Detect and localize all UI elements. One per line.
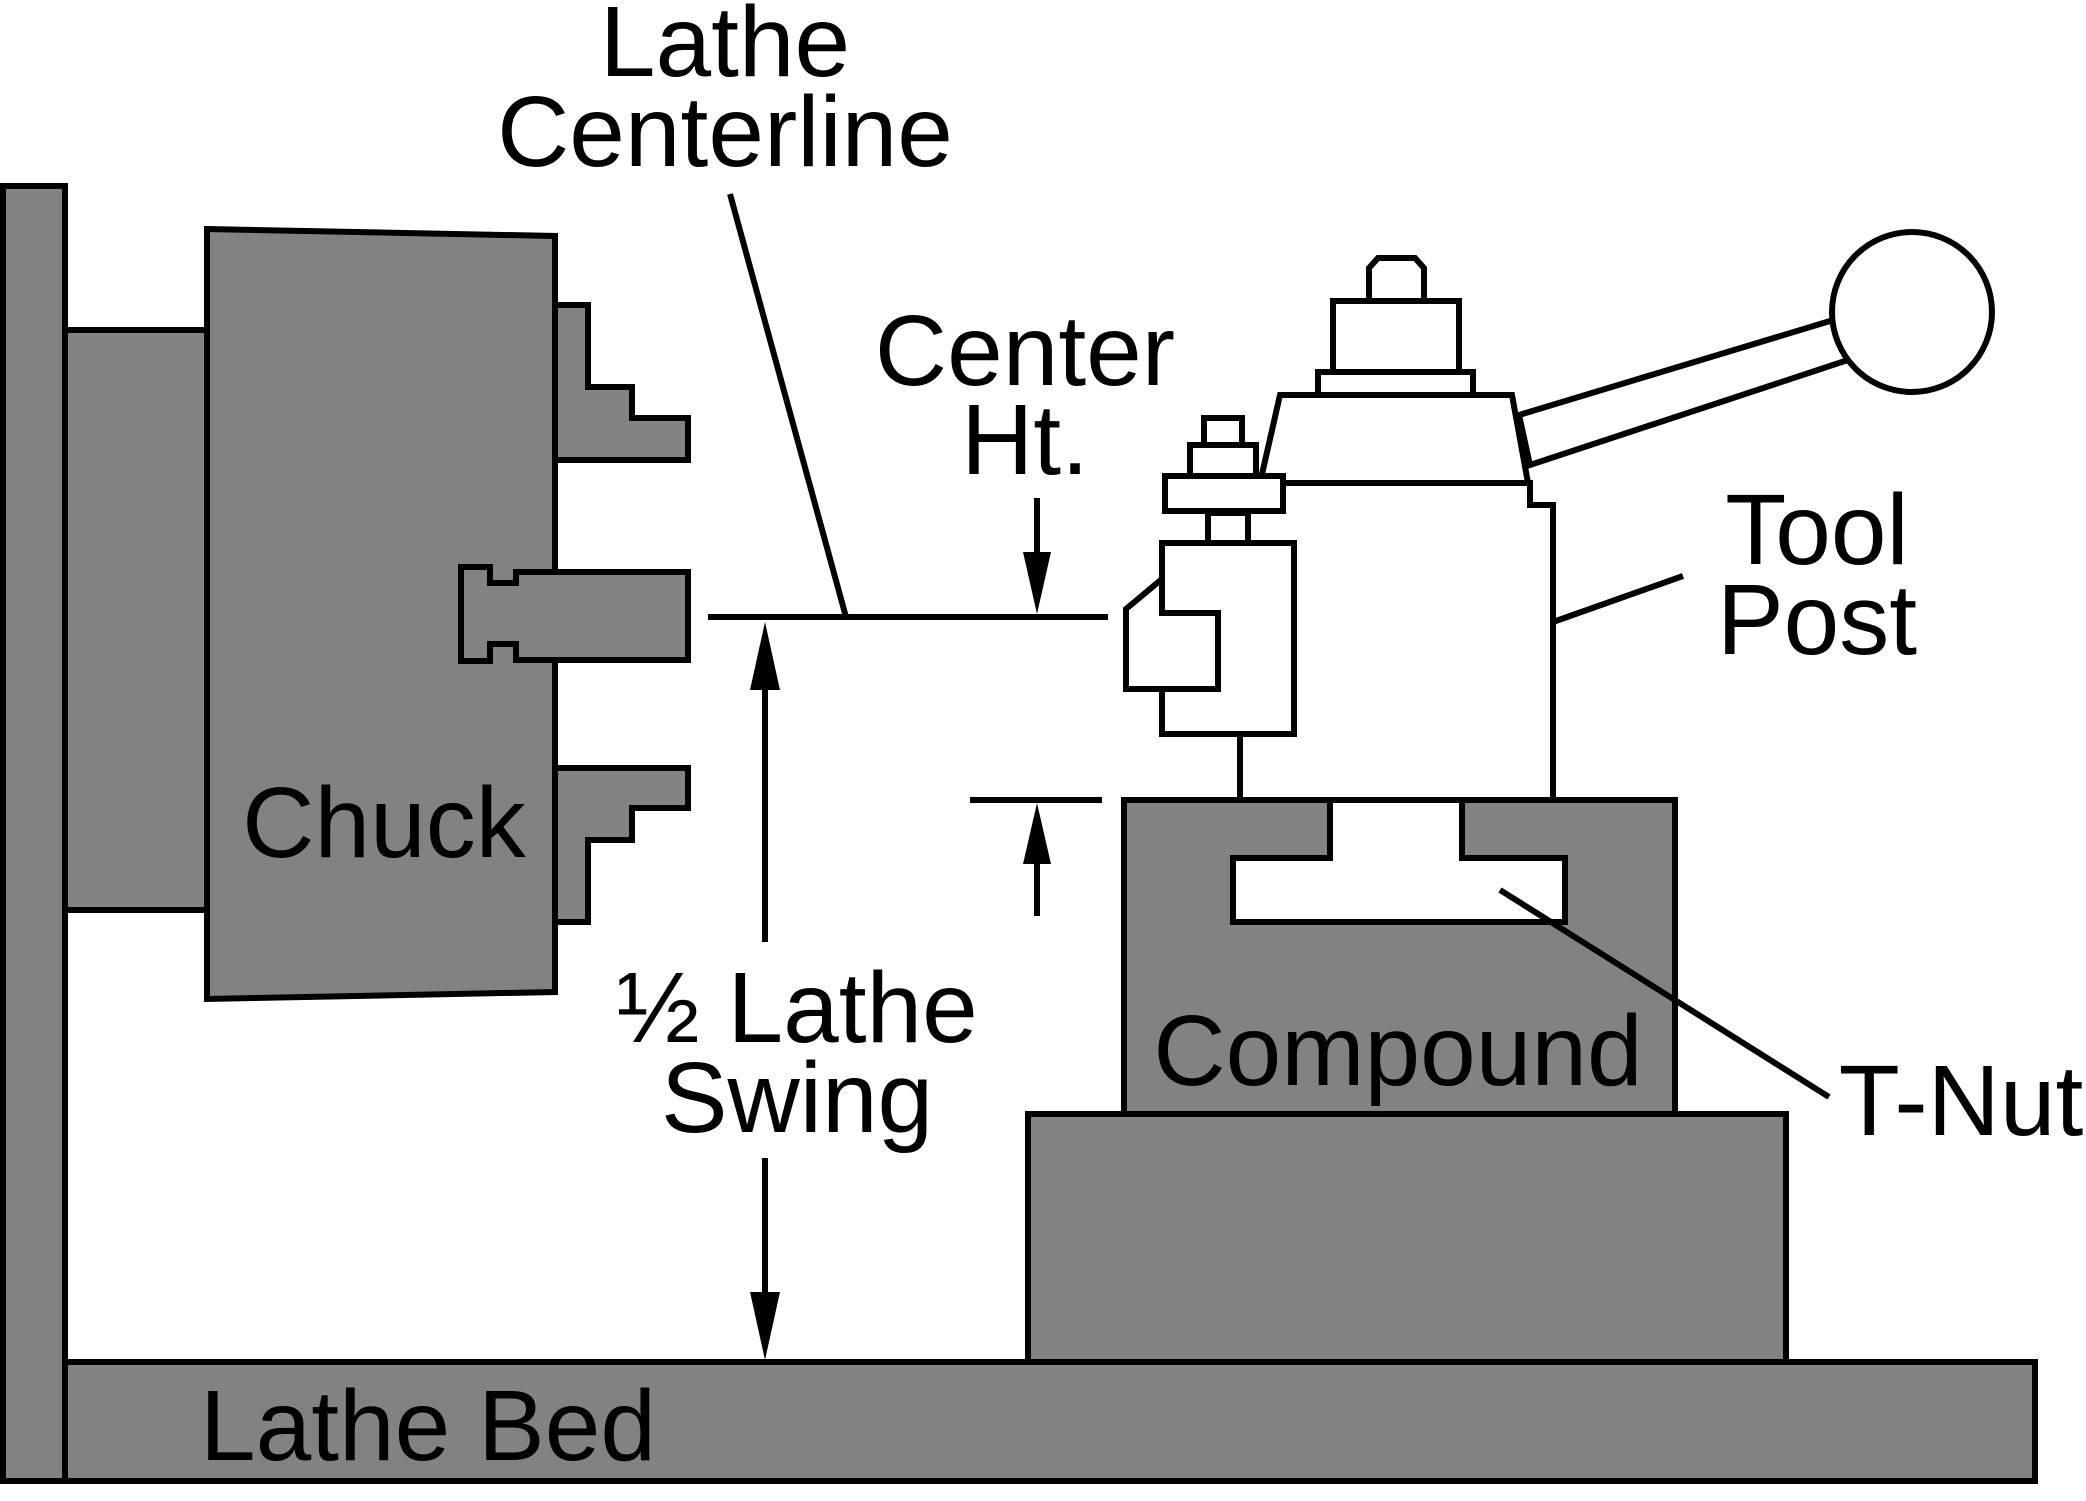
chuck-jaw-upper — [552, 302, 691, 463]
label-lathe-centerline-line2: Centerline — [497, 76, 953, 188]
cutting-tool-bit — [1123, 572, 1221, 692]
label-lathe-centerline-line1: Lathe — [600, 0, 850, 98]
chuck-jaw-lower — [552, 765, 691, 925]
label-half-lathe-swing-line1: ½ Lathe — [616, 952, 977, 1064]
half-swing-arrow-bottom-head — [750, 1292, 780, 1360]
tool-post-handle-arm — [1515, 314, 1852, 469]
chuck-backplate — [62, 327, 210, 913]
label-half-lathe-swing-line2: Swing — [661, 1042, 933, 1154]
label-tool-post-line1: Tool — [1725, 474, 1908, 586]
t-nut — [1230, 797, 1568, 925]
tool-post-handle-ball — [1829, 229, 1995, 395]
label-compound: Compound — [1153, 995, 1642, 1107]
label-lathe-bed: Lathe Bed — [200, 1370, 656, 1482]
tool-holder-nut-top — [1187, 442, 1259, 479]
tool-holder-nut — [1162, 473, 1286, 514]
label-center-ht-line1: Center — [875, 295, 1175, 407]
tool-post-head — [1256, 392, 1532, 486]
label-tool-post-line2: Post — [1717, 564, 1917, 676]
label-chuck: Chuck — [242, 767, 526, 879]
center-height-arrow-top-head — [1023, 552, 1051, 614]
label-t-nut: T-Nut — [1839, 1045, 2084, 1157]
tool-post-leader — [1551, 573, 1685, 625]
tool-post-collar — [1315, 369, 1476, 398]
half-swing-arrow-top-head — [750, 622, 780, 690]
lathe-bed — [62, 1359, 2038, 1484]
tool-post-nut — [1330, 298, 1462, 375]
centerline-leader — [727, 193, 849, 618]
tool-holder-nut-cap — [1201, 415, 1245, 448]
chuck-jaw-middle — [458, 564, 691, 664]
tool-holder-stem — [1205, 510, 1251, 546]
headstock-wall — [0, 183, 68, 1484]
label-center-ht-line2: Ht. — [961, 384, 1089, 496]
center-height-arrow-bottom-head — [1023, 803, 1051, 864]
t-nut-leader — [1498, 887, 1831, 1100]
cross-slide — [1025, 1111, 1789, 1365]
tool-post-cap — [1366, 255, 1427, 304]
chuck-body — [204, 225, 558, 1003]
